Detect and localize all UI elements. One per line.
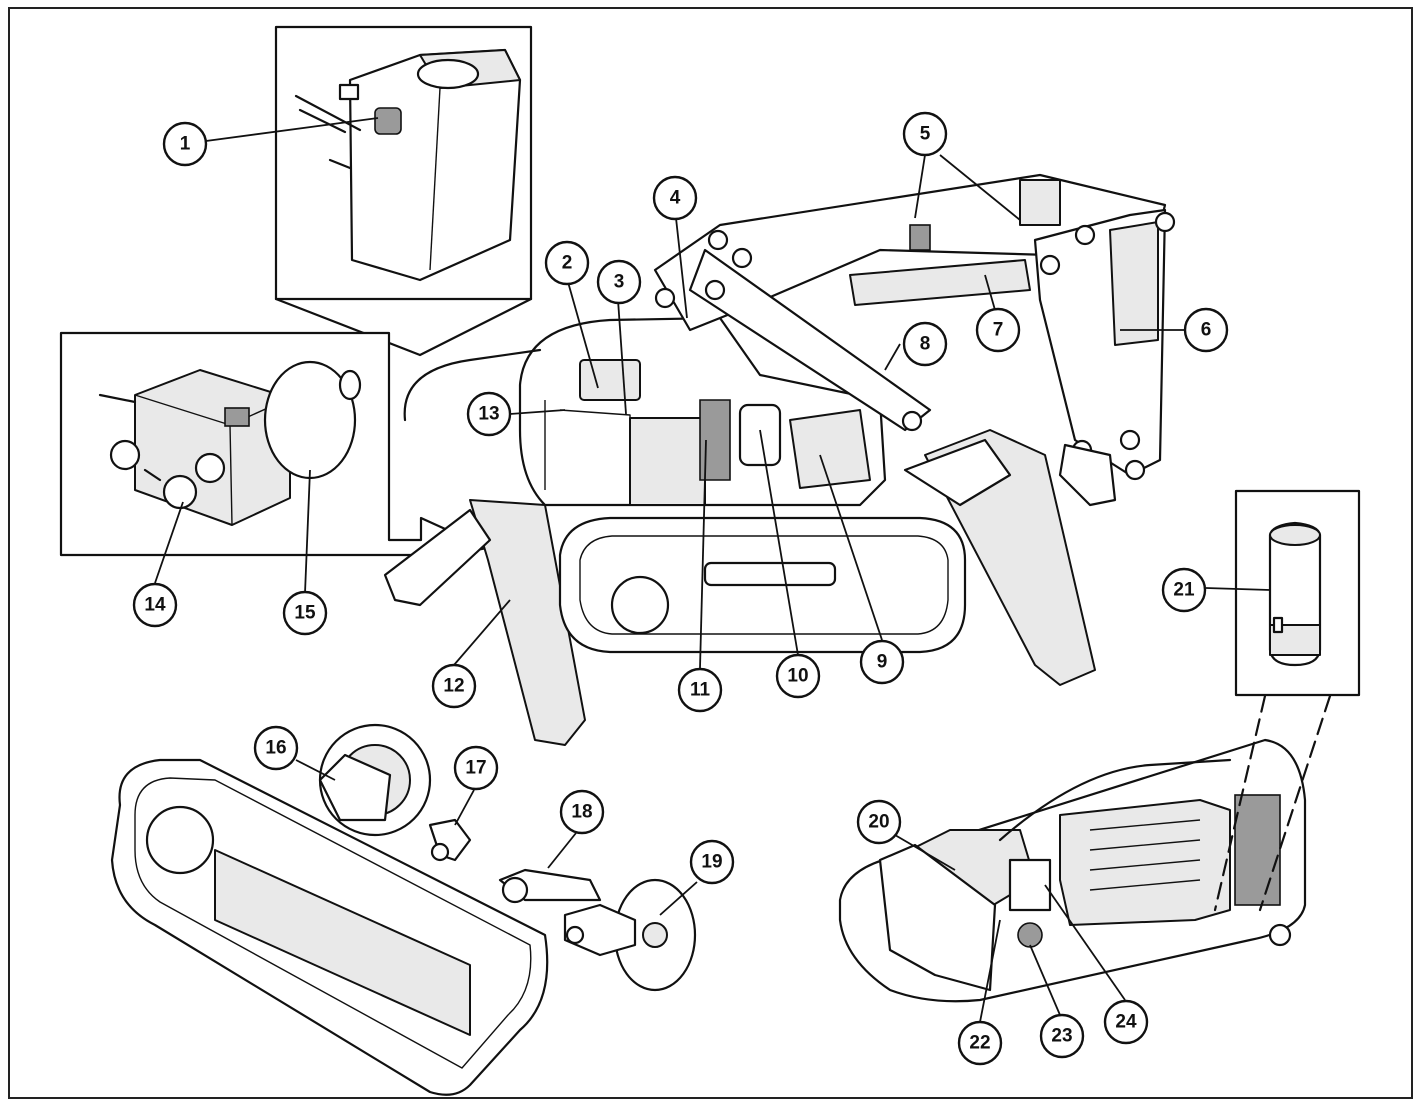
callout-5: 5 (902, 111, 948, 157)
callout-6-number: 6 (1201, 320, 1212, 341)
leader-16 (295, 759, 336, 781)
callout-14: 14 (132, 582, 178, 628)
callout-4: 4 (652, 175, 698, 221)
leader-2 (567, 281, 599, 389)
power-pack-exploded (838, 738, 1307, 1003)
callout-24: 24 (1103, 999, 1149, 1045)
leader-10 (759, 429, 799, 656)
callout-12-number: 12 (443, 676, 464, 697)
callout-11: 11 (677, 667, 723, 713)
callout-11-number: 11 (690, 680, 711, 701)
callout-18-number: 18 (571, 802, 592, 823)
callout-13-number: 13 (478, 404, 499, 425)
leader-24 (1044, 884, 1126, 1001)
callout-22: 22 (957, 1020, 1003, 1066)
callout-22-number: 22 (969, 1033, 990, 1054)
callout-23-number: 23 (1051, 1026, 1072, 1047)
leader-14 (154, 501, 184, 584)
callout-7: 7 (975, 307, 1021, 353)
callout-24-number: 24 (1115, 1012, 1137, 1033)
callout-16: 16 (253, 725, 299, 771)
callout-8: 8 (902, 321, 948, 367)
callout-20: 20 (856, 799, 902, 845)
callout-14-number: 14 (144, 595, 166, 616)
leader-5a (914, 154, 926, 219)
leader-1 (205, 117, 379, 142)
leader-7 (984, 274, 996, 311)
callout-21: 21 (1161, 567, 1207, 613)
leader-21 (1205, 587, 1271, 591)
track-assembly-exploded (110, 723, 697, 1096)
callout-7-number: 7 (993, 320, 1004, 341)
leader-19 (659, 881, 698, 916)
callout-6: 6 (1183, 307, 1229, 353)
callout-2-number: 2 (562, 253, 573, 274)
leader-17 (454, 789, 475, 826)
leader-3 (617, 299, 627, 415)
callout-12: 12 (431, 663, 477, 709)
leader-9 (819, 454, 883, 641)
callout-8-number: 8 (920, 334, 931, 355)
callout-10: 10 (775, 653, 821, 699)
callout-17-number: 17 (465, 758, 486, 779)
leader-4 (675, 217, 688, 319)
callout-5-number: 5 (920, 124, 931, 145)
inset-filter (1213, 489, 1361, 912)
callout-20-number: 20 (868, 812, 889, 833)
leader-lines (154, 117, 1271, 1023)
leader-13 (509, 409, 566, 415)
callout-3: 3 (596, 259, 642, 305)
callout-2: 2 (544, 240, 590, 286)
callout-15-number: 15 (294, 603, 316, 624)
leader-23 (1029, 944, 1061, 1016)
leader-22 (979, 919, 1001, 1023)
callout-21-number: 21 (1173, 580, 1195, 601)
callout-17: 17 (453, 745, 499, 791)
callout-1: 1 (162, 121, 208, 167)
demolition-robot-main (383, 173, 1176, 746)
leader-12 (453, 599, 511, 666)
callout-19: 19 (689, 839, 735, 885)
callout-3-number: 3 (614, 272, 625, 293)
callout-19-number: 19 (701, 852, 722, 873)
callout-9-number: 9 (877, 652, 888, 673)
inset-valve-block (59, 331, 489, 562)
callout-16-number: 16 (265, 738, 286, 759)
leader-5b (939, 154, 1021, 221)
inset-hydraulic-tank (274, 25, 533, 357)
callout-10-number: 10 (787, 666, 808, 687)
leader-20 (894, 834, 956, 871)
callout-13: 13 (466, 391, 512, 437)
callout-1-number: 1 (180, 134, 191, 155)
callout-18: 18 (559, 789, 605, 835)
callout-23: 23 (1039, 1013, 1085, 1059)
callout-4-number: 4 (670, 188, 681, 209)
leader-15 (304, 469, 311, 594)
callout-15: 15 (282, 590, 328, 636)
leader-11 (699, 439, 707, 669)
callout-9: 9 (859, 639, 905, 685)
leader-8 (884, 343, 901, 371)
leader-18 (547, 832, 577, 869)
